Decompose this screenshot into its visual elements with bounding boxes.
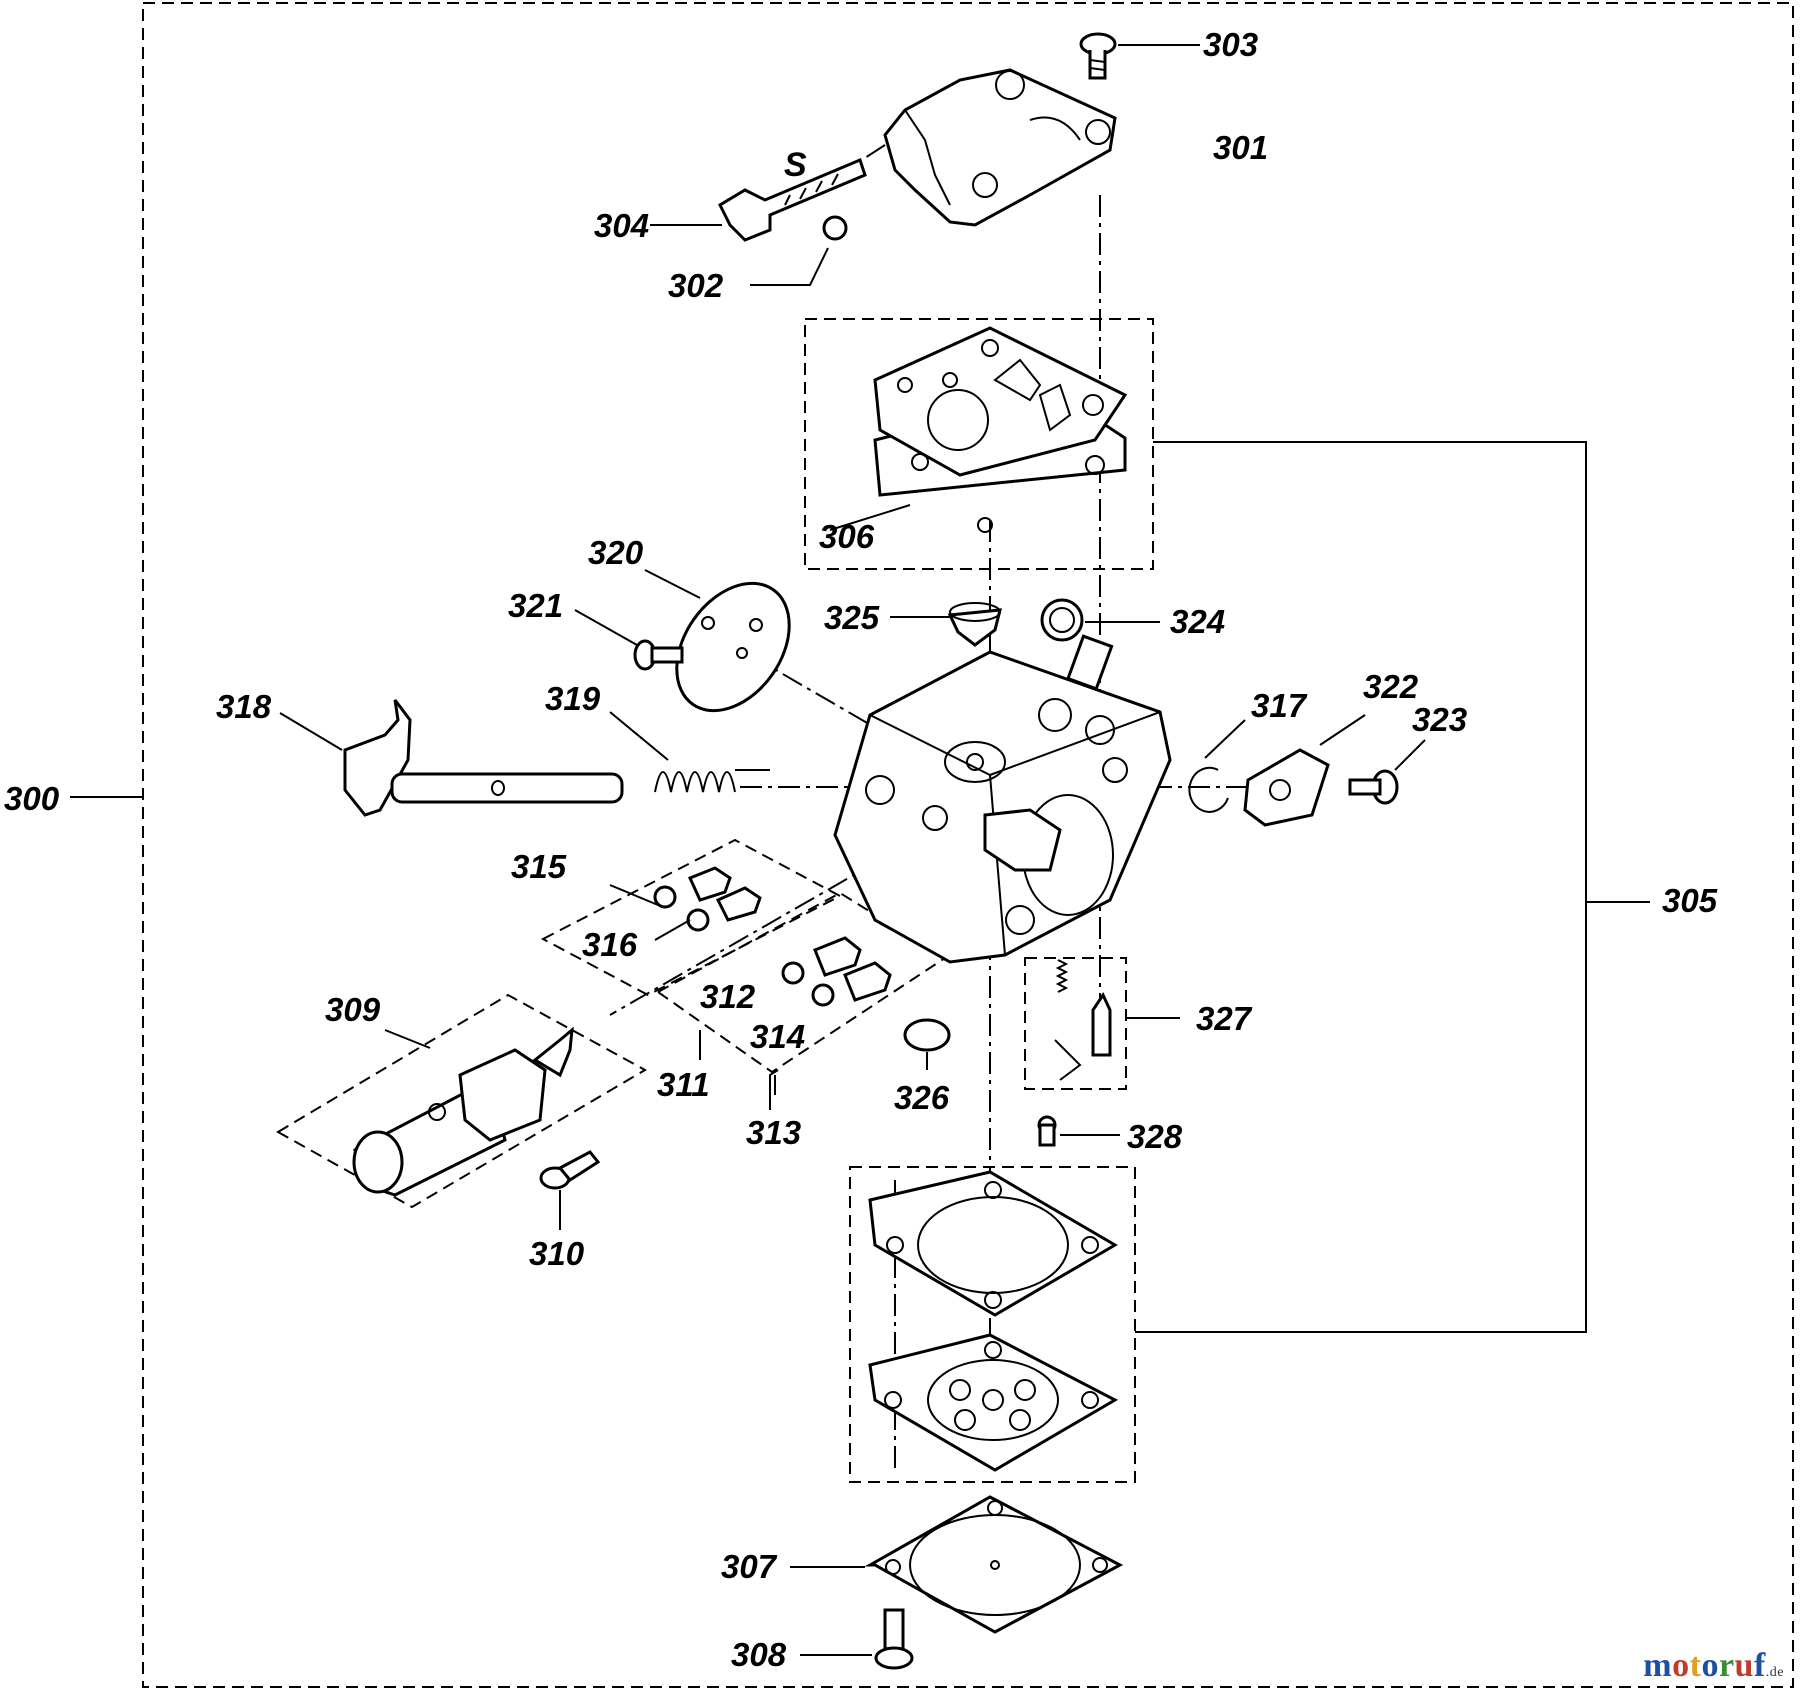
label-323: 323	[1412, 701, 1468, 738]
part-312-314-jets	[699, 936, 892, 1095]
watermark-suffix: .de	[1765, 1665, 1784, 1680]
label-319: 319	[545, 680, 601, 717]
part-324-mesh	[1040, 598, 1160, 642]
part-302-oring	[750, 215, 848, 286]
part-320-throttle-disc	[644, 569, 791, 713]
label-313: 313	[746, 1114, 802, 1151]
label-300: 300	[4, 780, 60, 817]
label-303: 303	[1203, 26, 1259, 63]
label-s-mark: S	[784, 146, 807, 184]
label-317: 317	[1251, 687, 1307, 724]
part-318-shaft	[279, 699, 624, 817]
jet-group-315-box	[540, 838, 843, 997]
part-321-screw	[574, 609, 684, 671]
part-306-gaskets	[829, 326, 1128, 533]
label-320: 320	[588, 534, 644, 571]
watermark-letter: o	[1701, 1647, 1719, 1684]
part-326-oring	[903, 1018, 951, 1070]
label-321: 321	[508, 587, 564, 624]
part-328-screw	[1037, 1115, 1120, 1147]
watermark-letter: m	[1643, 1647, 1673, 1684]
label-318: 318	[216, 688, 272, 725]
part-317-clip	[1188, 719, 1246, 813]
label-306: 306	[819, 518, 875, 555]
label-305: 305	[1662, 882, 1718, 919]
carburetor-body	[833, 634, 1172, 964]
part-316-jets	[609, 866, 762, 941]
diaphragm-group-box	[849, 1166, 1136, 1483]
part-323-screw	[1348, 739, 1426, 805]
label-328: 328	[1127, 1118, 1183, 1155]
assembly-300-frame	[142, 2, 1794, 1688]
label-325: 325	[824, 599, 880, 636]
label-315: 315	[511, 848, 567, 885]
part-308-screw	[800, 1608, 914, 1670]
label-309: 309	[325, 991, 381, 1028]
part-diaphragm-lower-2	[868, 1333, 1119, 1472]
part-303-screw	[1079, 32, 1200, 80]
label-314: 314	[750, 1018, 806, 1055]
label-312: 312	[700, 978, 756, 1015]
part-310-screw	[539, 1150, 601, 1230]
watermark-letter: f	[1753, 1647, 1766, 1684]
watermark-letter: o	[1672, 1647, 1690, 1684]
label-327: 327	[1196, 1000, 1252, 1037]
part-gasket-lower-1	[868, 1170, 1118, 1317]
watermark-letter: t	[1689, 1647, 1702, 1684]
watermark-letter: r	[1718, 1647, 1735, 1684]
part-301-cover	[883, 68, 1117, 227]
label-310: 310	[529, 1235, 585, 1272]
label-301: 301	[1213, 129, 1269, 166]
label-307: 307	[721, 1548, 777, 1585]
kit-305-bracket	[1135, 441, 1650, 1333]
part-325-screen	[890, 602, 1002, 647]
part-322-lever	[1243, 714, 1366, 827]
part-304-adjust-screw	[650, 157, 867, 242]
label-308: 308	[731, 1636, 787, 1673]
label-304: 304	[594, 207, 650, 244]
label-311: 311	[657, 1066, 710, 1103]
part-319-spring	[609, 711, 770, 793]
part-309-pump	[352, 1026, 574, 1197]
motoruf-watermark: motoruf.de	[1643, 1647, 1784, 1685]
part-307-cover	[790, 1495, 1124, 1634]
part-327-needle	[1054, 959, 1180, 1081]
watermark-letter: u	[1734, 1647, 1754, 1684]
label-326: 326	[894, 1079, 950, 1116]
label-302: 302	[668, 267, 724, 304]
label-322: 322	[1363, 668, 1419, 705]
label-316: 316	[582, 926, 638, 963]
gasket-group-306-box	[804, 318, 1154, 570]
label-324: 324	[1170, 603, 1226, 640]
